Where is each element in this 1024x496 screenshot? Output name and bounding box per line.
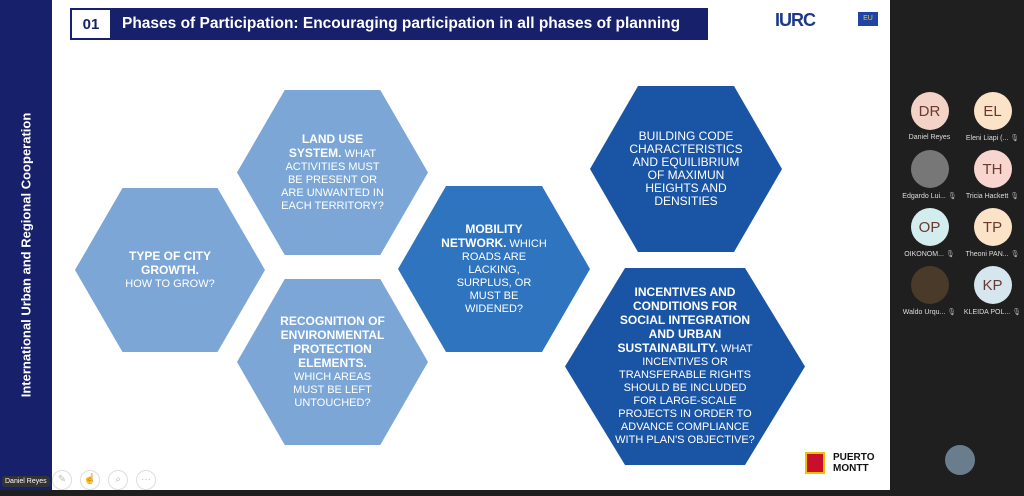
avatar: [910, 266, 949, 304]
participant-name: Edgardo Lui... 🎙: [902, 192, 956, 200]
city-shield-icon: [805, 452, 825, 474]
participant-tile[interactable]: TP Theoni PAN... 🎙: [961, 208, 1024, 258]
avatar: OP: [910, 208, 949, 246]
participant-name: Eleni Liapi (... 🎙: [966, 134, 1019, 142]
participant-name-text: Eleni Liapi (...: [965, 135, 1009, 142]
self-view-avatar[interactable]: [945, 445, 975, 475]
participant-tile[interactable]: Waldo Urqu... 🎙: [898, 266, 961, 316]
avatar: TH: [973, 150, 1012, 188]
avatar: EL: [973, 92, 1012, 130]
avatar: [910, 150, 949, 188]
participant-name-text: OIKONOM...: [904, 251, 944, 258]
side-text: International Urban and Regional Coopera…: [18, 112, 34, 398]
participant-tile[interactable]: EL Eleni Liapi (... 🎙: [961, 92, 1024, 142]
hexagon-mobility: MOBILITY NETWORK. WHICH ROADS ARE LACKIN…: [398, 186, 590, 352]
puerto-montt-logo: PUERTO MONTT: [805, 452, 875, 474]
pointer-icon[interactable]: ☝: [80, 470, 100, 490]
mic-muted-icon: 🎙: [1010, 193, 1020, 200]
participant-name-text: Theoni PAN...: [965, 251, 1009, 258]
participant-tile[interactable]: Edgardo Lui... 🎙: [898, 150, 961, 200]
slide-title: Phases of Participation: Encouraging par…: [122, 15, 681, 32]
avatar: DR: [910, 92, 949, 130]
mic-muted-icon: 🎙: [1010, 251, 1020, 258]
hexagon-building-code: BUILDING CODE CHARACTERISTICS AND EQUILI…: [590, 86, 782, 252]
hexagon-land-use: LAND USE SYSTEM. WHAT ACTIVITIES MUST BE…: [237, 90, 428, 255]
participant-name-text: Daniel Reyes: [908, 134, 951, 141]
presenter-name: Daniel Reyes: [2, 476, 50, 487]
presentation-slide: International Urban and Regional Coopera…: [0, 0, 890, 490]
side-strip: International Urban and Regional Coopera…: [0, 0, 52, 490]
slide-number: 01: [72, 10, 110, 38]
zoom-icon[interactable]: ⌕: [108, 470, 128, 490]
participant-name-text: Tricia Hackett: [965, 193, 1009, 200]
slide-toolbar: ✎ ☝ ⌕ ···: [52, 470, 156, 490]
participant-tile[interactable]: OP OIKONOM... 🎙: [898, 208, 961, 258]
mic-muted-icon: 🎙: [947, 309, 957, 316]
participant-name: Waldo Urqu... 🎙: [903, 308, 956, 316]
avatar: TP: [973, 208, 1012, 246]
iurc-logo: IURC: [775, 10, 816, 30]
participant-name: KLEIDA POL... 🎙: [964, 308, 1021, 316]
participant-name: Tricia Hackett 🎙: [966, 192, 1019, 200]
title-bar: 01 Phases of Participation: Encouraging …: [70, 8, 708, 40]
more-icon[interactable]: ···: [136, 470, 156, 490]
participant-name-text: Waldo Urqu...: [902, 309, 946, 316]
participant-tile[interactable]: KP KLEIDA POL... 🎙: [961, 266, 1024, 316]
participant-tile[interactable]: TH Tricia Hackett 🎙: [961, 150, 1024, 200]
hexagon-incentives: INCENTIVES AND CONDITIONS FOR SOCIAL INT…: [565, 268, 805, 465]
eu-flag-logo: EU: [858, 12, 878, 26]
pen-icon[interactable]: ✎: [52, 470, 72, 490]
mic-muted-icon: 🎙: [1012, 309, 1022, 316]
hexagon-environment: RECOGNITION OF ENVIRONMENTAL PROTECTION …: [237, 279, 428, 445]
participant-name: Daniel Reyes: [909, 134, 951, 141]
mic-muted-icon: 🎙: [1010, 135, 1020, 142]
mic-muted-icon: 🎙: [945, 251, 955, 258]
participant-name: Theoni PAN... 🎙: [966, 250, 1020, 258]
participant-tile[interactable]: DR Daniel Reyes: [898, 92, 961, 142]
participant-name-text: KLEIDA POL...: [963, 309, 1011, 316]
hexagon-city-growth: TYPE OF CITY GROWTH.HOW TO GROW?: [75, 188, 265, 352]
participant-name-text: Edgardo Lui...: [902, 193, 946, 200]
participant-name: OIKONOM... 🎙: [904, 250, 955, 258]
mic-muted-icon: 🎙: [947, 193, 957, 200]
avatar: KP: [973, 266, 1012, 304]
